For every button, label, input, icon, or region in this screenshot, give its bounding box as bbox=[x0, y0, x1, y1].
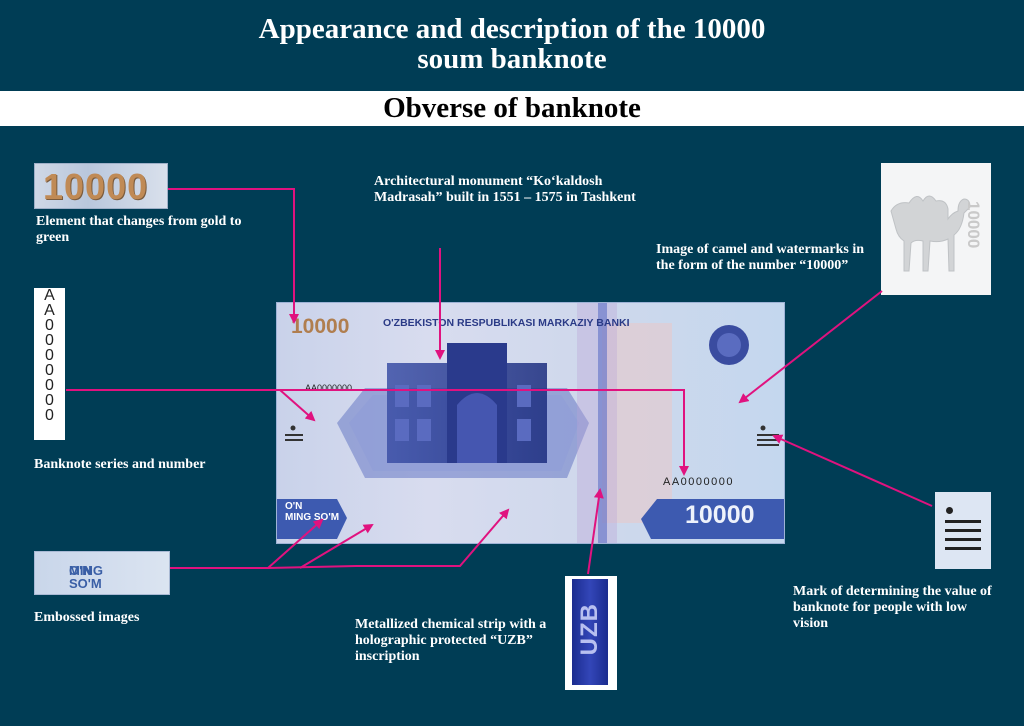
arrow-embossed-3 bbox=[356, 508, 510, 567]
banknote-obverse-image: 10000 O'ZBEKISTON RESPUBLIKASI MARKAZIY … bbox=[276, 302, 785, 544]
label-low-vision: Mark of determining the value of banknot… bbox=[793, 584, 992, 631]
arrow-gold-green bbox=[168, 188, 299, 324]
banknote-denomination-top: 10000 bbox=[291, 315, 350, 338]
page-title: Appearance and description of the 10000 … bbox=[258, 13, 766, 75]
arrow-embossed-2 bbox=[267, 565, 357, 569]
label-series: Banknote series and number bbox=[34, 457, 206, 472]
arrow-embossed-4 bbox=[299, 523, 374, 569]
banknote-denomination-bottom: 10000 bbox=[685, 501, 755, 529]
camel-watermark-number: 10000 bbox=[964, 201, 983, 249]
label-strip: Metallized chemical strip with a hologra… bbox=[355, 617, 547, 664]
subtitle-band bbox=[0, 91, 1024, 126]
inset-denomination: 10000 bbox=[43, 166, 149, 207]
label-gold-green: Element that changes from gold to green bbox=[36, 214, 242, 245]
arrow-camel bbox=[738, 290, 883, 404]
series-number-inset-image: A A 0 0 0 0 0 0 0 bbox=[34, 288, 65, 440]
label-monument: Architectural monument “Ko‘kaldosh Madra… bbox=[374, 174, 636, 205]
label-camel: Image of camel and watermarks in the for… bbox=[656, 242, 865, 273]
arrow-embossed-1 bbox=[170, 518, 324, 569]
security-strip-inset-image: UZB bbox=[565, 576, 617, 690]
low-vision-mark-inset-image bbox=[935, 492, 991, 569]
arrow-low-vision bbox=[772, 434, 933, 507]
banknote-serial: AA0000000 bbox=[663, 476, 734, 488]
banknote-artwork bbox=[277, 303, 784, 543]
subtitle: Obverse of banknote bbox=[383, 92, 641, 124]
banknote-bank-name: O'ZBEKISTON RESPUBLIKASI MARKAZIY BANKI bbox=[383, 317, 630, 329]
arrow-series-left bbox=[279, 389, 316, 422]
gold-green-inset-image: 10000 bbox=[34, 163, 168, 209]
label-embossed: Embossed images bbox=[34, 610, 140, 625]
arrow-series-right bbox=[66, 389, 689, 476]
arrow-strip bbox=[587, 488, 604, 575]
camel-watermark-inset-image: 10000 bbox=[881, 163, 991, 295]
camel-icon bbox=[890, 195, 971, 272]
